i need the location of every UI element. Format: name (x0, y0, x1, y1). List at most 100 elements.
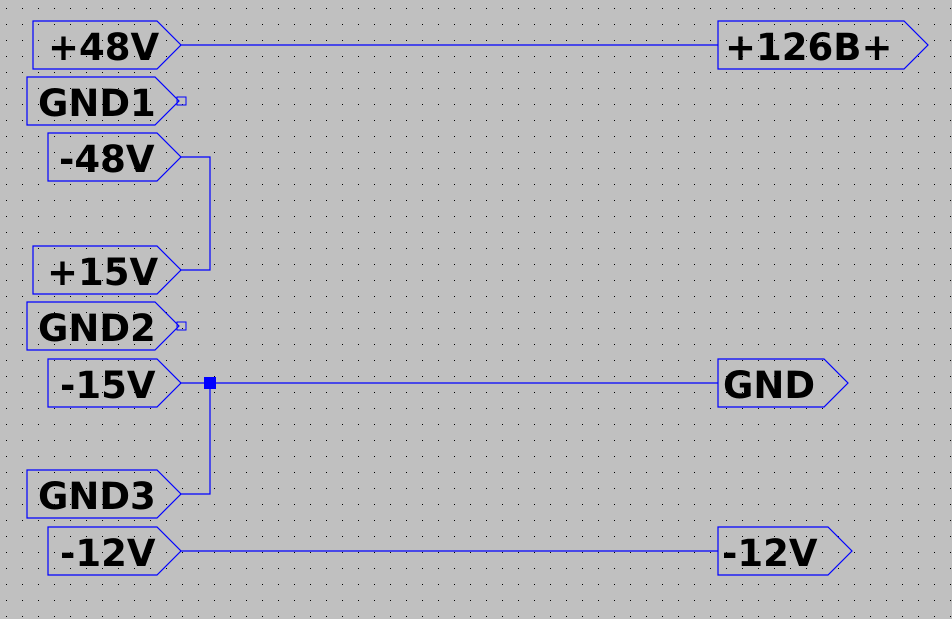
grid-dot (230, 120, 231, 121)
grid-dot (678, 24, 679, 25)
grid-dot (22, 296, 23, 297)
grid-dot (230, 280, 231, 281)
grid-dot (550, 264, 551, 265)
port-gnd2[interactable]: GND2 (26, 301, 180, 351)
grid-dot (342, 552, 343, 553)
grid-dot (358, 168, 359, 169)
grid-dot (630, 424, 631, 425)
grid-dot (310, 616, 311, 617)
grid-dot (86, 504, 87, 505)
grid-dot (710, 552, 711, 553)
grid-dot (390, 104, 391, 105)
grid-dot (118, 344, 119, 345)
port-p15v[interactable]: +15V (32, 245, 182, 295)
grid-dot (310, 216, 311, 217)
grid-dot (54, 312, 55, 313)
grid-dot (326, 568, 327, 569)
grid-dot (454, 88, 455, 89)
wire-m48v-to-p15v[interactable] (180, 156, 211, 271)
grid-dot (838, 376, 839, 377)
grid-dot (134, 504, 135, 505)
grid-dot (406, 616, 407, 617)
grid-dot (422, 120, 423, 121)
grid-dot (358, 264, 359, 265)
grid-dot (294, 520, 295, 521)
grid-dot (38, 424, 39, 425)
grid-dot (358, 520, 359, 521)
wire-junction-to-gnd3[interactable] (180, 383, 211, 495)
grid-dot (214, 184, 215, 185)
grid-dot (662, 280, 663, 281)
grid-dot (454, 616, 455, 617)
grid-dot (246, 264, 247, 265)
grid-dot (310, 440, 311, 441)
grid-dot (902, 472, 903, 473)
grid-dot (870, 168, 871, 169)
grid-dot (534, 168, 535, 169)
grid-dot (6, 488, 7, 489)
grid-dot (118, 328, 119, 329)
grid-dot (262, 568, 263, 569)
grid-dot (374, 440, 375, 441)
grid-dot (710, 8, 711, 9)
grid-dot (566, 472, 567, 473)
grid-dot (262, 328, 263, 329)
port-gnd[interactable]: GND (717, 358, 849, 408)
grid-dot (198, 520, 199, 521)
grid-dot (646, 376, 647, 377)
grid-dot (406, 312, 407, 313)
grid-dot (598, 568, 599, 569)
grid-dot (118, 40, 119, 41)
grid-dot (54, 24, 55, 25)
grid-dot (598, 8, 599, 9)
port-m12v-right-outline (717, 526, 853, 576)
port-m12v-left[interactable]: -12V (47, 526, 182, 576)
grid-dot (710, 472, 711, 473)
grid-dot (278, 8, 279, 9)
port-gnd1[interactable]: GND1 (26, 76, 180, 126)
grid-dot (294, 184, 295, 185)
grid-dot (294, 232, 295, 233)
port-m12v-right[interactable]: -12V (717, 526, 853, 576)
grid-dot (262, 312, 263, 313)
grid-dot (694, 600, 695, 601)
grid-dot (118, 24, 119, 25)
grid-dot (342, 584, 343, 585)
grid-dot (710, 568, 711, 569)
grid-dot (582, 392, 583, 393)
grid-dot (358, 152, 359, 153)
grid-dot (214, 56, 215, 57)
grid-dot (518, 152, 519, 153)
grid-dot (566, 104, 567, 105)
grid-dot (454, 72, 455, 73)
grid-dot (534, 8, 535, 9)
grid-dot (902, 488, 903, 489)
grid-dot (438, 456, 439, 457)
grid-dot (454, 392, 455, 393)
grid-dot (566, 40, 567, 41)
grid-dot (150, 216, 151, 217)
grid-dot (630, 600, 631, 601)
grid-dot (854, 504, 855, 505)
grid-dot (182, 120, 183, 121)
grid-dot (630, 568, 631, 569)
grid-dot (422, 168, 423, 169)
grid-dot (438, 248, 439, 249)
grid-dot (678, 312, 679, 313)
grid-dot (406, 56, 407, 57)
grid-dot (230, 440, 231, 441)
grid-dot (358, 568, 359, 569)
grid-dot (182, 520, 183, 521)
port-m48v[interactable]: -48V (47, 132, 182, 182)
port-p48v[interactable]: +48V (32, 20, 182, 70)
grid-dot (710, 392, 711, 393)
grid-dot (934, 520, 935, 521)
port-m15v[interactable]: -15V (47, 358, 182, 408)
grid-dot (342, 264, 343, 265)
grid-dot (822, 200, 823, 201)
grid-dot (838, 424, 839, 425)
port-p126b[interactable]: +126B+ (717, 20, 929, 70)
port-gnd3[interactable]: GND3 (26, 469, 182, 519)
grid-dot (182, 88, 183, 89)
grid-dot (582, 120, 583, 121)
